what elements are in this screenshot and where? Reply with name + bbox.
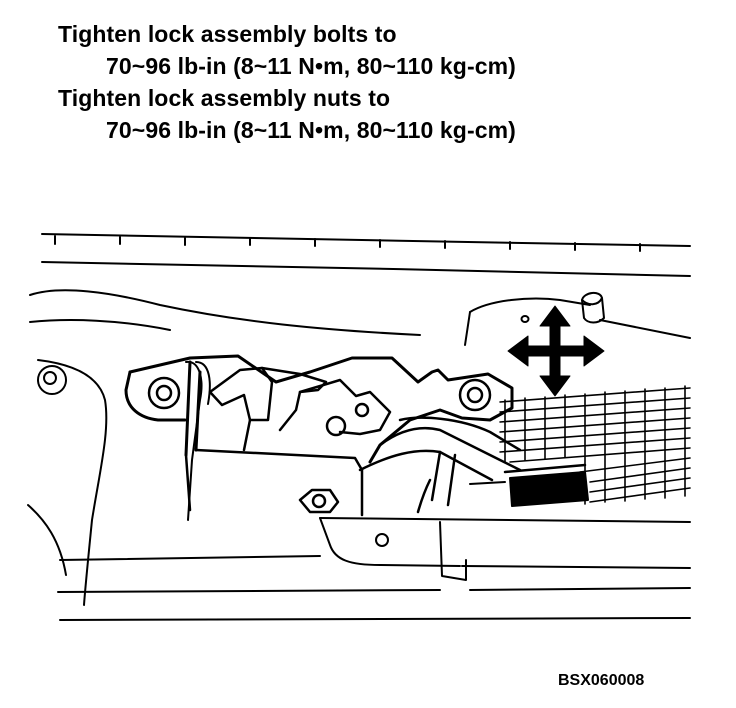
release-cable (185, 360, 211, 521)
release-lever (358, 416, 522, 514)
upper-panel-edge (41, 233, 691, 277)
radiator-core (499, 385, 691, 505)
left-bracket-bolt (147, 376, 181, 410)
left-panel (27, 289, 421, 606)
latch-body (184, 366, 392, 517)
bolts-torque-value: 70~96 lb-in (8~11 N•m, 80~110 kg-cm) (106, 53, 516, 79)
figure-code: BSX060008 (558, 672, 645, 689)
bolts-heading: Tighten lock assembly bolts to (58, 21, 397, 47)
nuts-torque-value: 70~96 lb-in (8~11 N•m, 80~110 kg-cm) (106, 117, 516, 143)
lock-bracket (124, 354, 514, 464)
nuts-heading: Tighten lock assembly nuts to (58, 85, 391, 111)
right-panel (464, 297, 691, 346)
lever-pad (469, 463, 589, 507)
right-bracket-bolt (458, 378, 492, 412)
torque-specification: Tighten lock assembly bolts to 70~96 lb-… (58, 18, 516, 146)
lower-nut (298, 488, 340, 514)
right-stud (581, 292, 605, 324)
lower-cross-member (57, 517, 691, 621)
four-way-arrow-icon (507, 305, 605, 397)
left-bolt-head (37, 365, 67, 395)
